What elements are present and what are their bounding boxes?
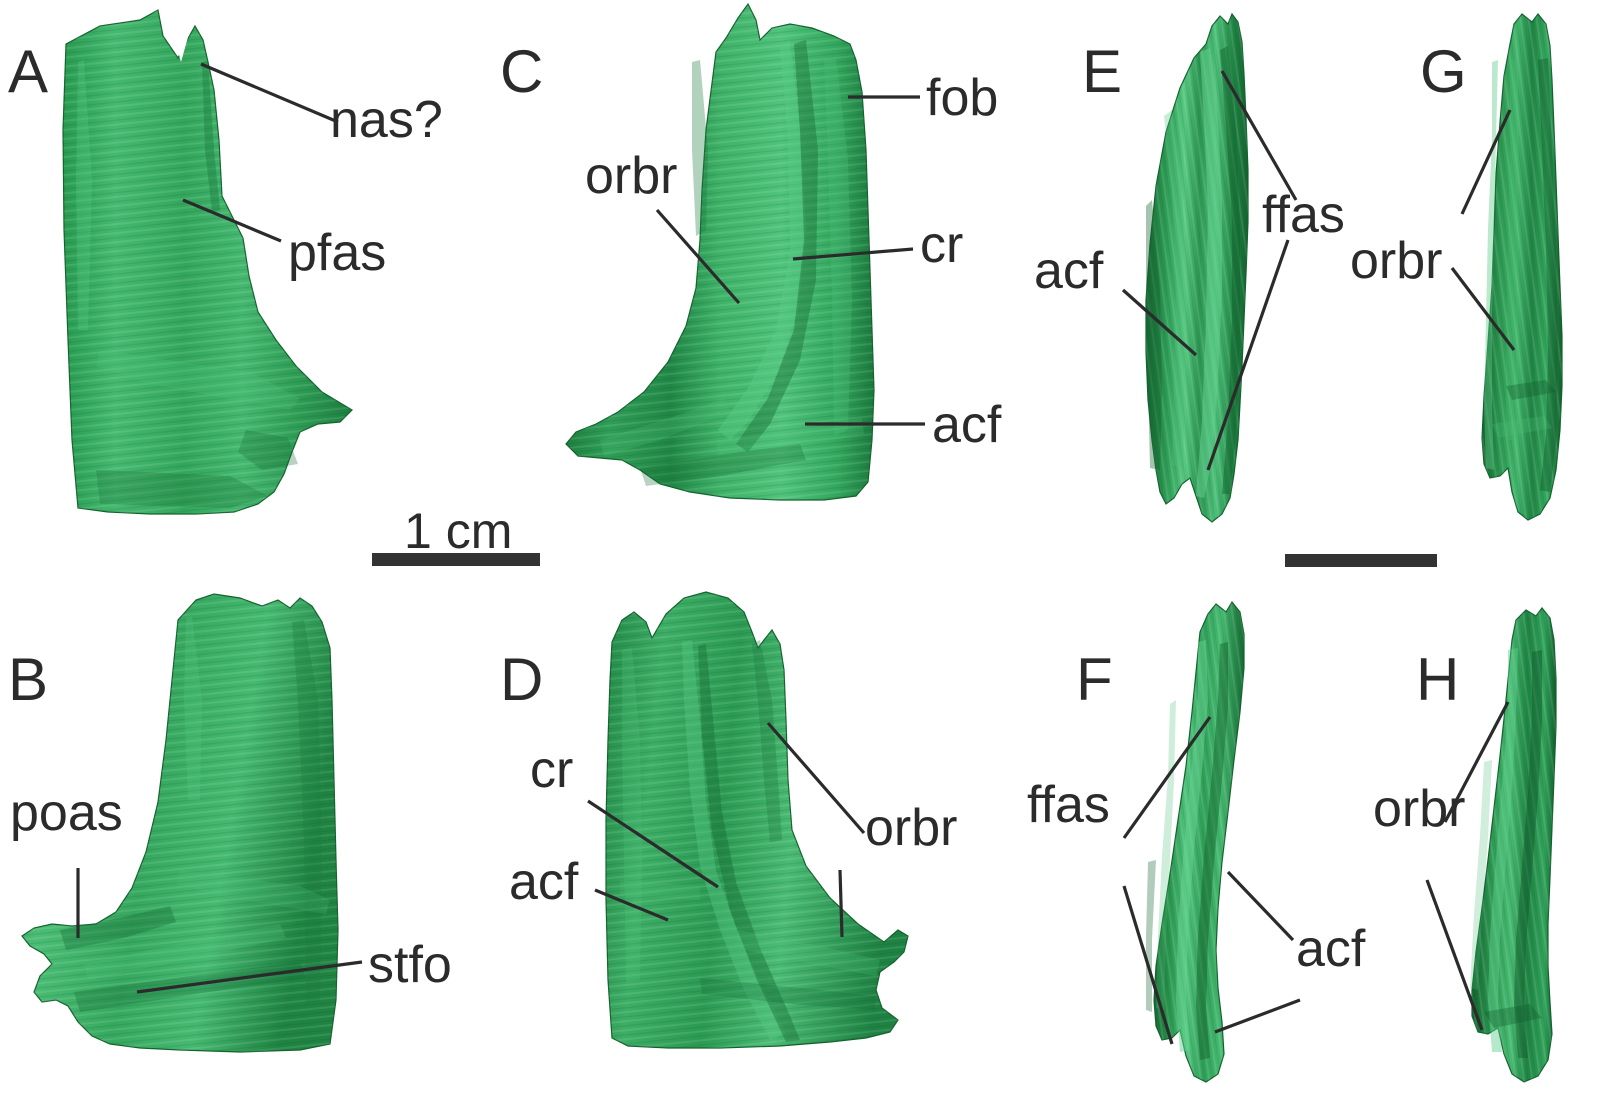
panel-letter-h: H xyxy=(1416,646,1459,713)
label-acf-c: acf xyxy=(932,396,1002,454)
label-group-fob: fob xyxy=(848,69,998,127)
label-cr-c: cr xyxy=(920,216,963,274)
leader-line-orbr-d-lower xyxy=(838,869,844,938)
panel-letter-c: C xyxy=(500,38,543,105)
label-fob: fob xyxy=(926,69,998,127)
label-group-orbr-g: orbr xyxy=(1350,109,1516,351)
label-acf-f: acf xyxy=(1296,920,1366,978)
label-group-nas: nas? xyxy=(200,62,443,149)
bone-model-g xyxy=(1481,13,1563,521)
label-orbr-h: orbr xyxy=(1373,780,1465,838)
leader-line-acf-f-upper xyxy=(1226,870,1295,942)
leader-line-stfo xyxy=(136,960,363,994)
label-nas: nas? xyxy=(330,91,443,149)
label-acf-d: acf xyxy=(509,853,579,911)
leader-line-pfas xyxy=(182,198,282,243)
leader-line-cr-c xyxy=(792,247,914,261)
bone-model-a xyxy=(62,9,353,515)
label-group-orbr-c: orbr xyxy=(585,147,741,305)
panel-c: C fob orbr cr acf xyxy=(500,2,1002,501)
label-cr-d: cr xyxy=(530,741,573,799)
panel-d: D cr acf orbr xyxy=(500,591,957,1049)
scale-bar-left: 1 cm xyxy=(372,503,540,566)
leader-line-orbr-d-upper xyxy=(766,721,866,835)
bone-model-c xyxy=(565,2,875,501)
label-group-orbr-d: orbr xyxy=(766,721,957,938)
panel-letter-f: F xyxy=(1076,646,1113,713)
label-group-pfas: pfas xyxy=(182,198,386,282)
scale-bar-right xyxy=(1285,554,1437,567)
panel-letter-g: G xyxy=(1420,38,1467,105)
panel-h: H orbr xyxy=(1373,607,1557,1083)
label-ffas-e: ffas xyxy=(1262,186,1345,244)
panel-letter-e: E xyxy=(1082,38,1122,105)
scale-bar-label: 1 cm xyxy=(404,503,512,559)
leader-line-orbr-g-lower xyxy=(1450,267,1516,351)
label-stfo: stfo xyxy=(368,936,452,994)
bone-model-h xyxy=(1470,607,1557,1083)
label-group-cr-d: cr xyxy=(530,741,719,889)
bone-model-d xyxy=(605,591,909,1049)
label-poas: poas xyxy=(10,784,123,842)
label-orbr-c: orbr xyxy=(585,147,677,205)
panel-letter-b: B xyxy=(8,646,48,713)
label-ffas-f: ffas xyxy=(1027,776,1110,834)
panel-letter-d: D xyxy=(500,646,543,713)
label-group-cr-c: cr xyxy=(792,216,963,274)
leader-line-orbr-c xyxy=(655,208,741,305)
label-acf-e: acf xyxy=(1034,242,1104,300)
leader-line-orbr-g-upper xyxy=(1460,109,1512,215)
panel-a: A nas? pfas xyxy=(8,9,443,515)
leader-line-nas xyxy=(200,62,339,124)
label-pfas: pfas xyxy=(288,224,386,282)
bone-model-e xyxy=(1145,12,1249,523)
leader-line-ffas-f-upper xyxy=(1122,716,1212,839)
label-group-ffas-e: ffas xyxy=(1206,70,1345,471)
label-group-stfo: stfo xyxy=(136,936,452,994)
panel-g: G orbr xyxy=(1350,13,1563,521)
label-orbr-g: orbr xyxy=(1350,232,1442,290)
label-group-acf-d: acf xyxy=(509,853,669,922)
scale-bar-left-rule xyxy=(372,553,540,566)
leader-line-orbr-h-upper xyxy=(1443,701,1510,823)
label-group-acf-e: acf xyxy=(1034,242,1198,357)
label-group-ffas-f: ffas xyxy=(1027,716,1212,1045)
label-group-poas: poas xyxy=(10,784,123,938)
leader-line-acf-e xyxy=(1121,288,1198,357)
leader-line-orbr-h-lower xyxy=(1425,879,1484,1031)
label-orbr-d: orbr xyxy=(865,799,957,857)
label-group-acf-c: acf xyxy=(805,396,1002,454)
leader-line-ffas-e-lower xyxy=(1206,239,1290,471)
bone-model-f xyxy=(1146,600,1245,1083)
label-group-orbr-h: orbr xyxy=(1373,701,1510,1031)
panel-b: B poas stfo xyxy=(8,593,452,1053)
bone-model-b xyxy=(21,593,339,1053)
panel-letter-a: A xyxy=(8,38,48,105)
leader-line-acf-f-lower xyxy=(1214,998,1301,1034)
scale-bar-right-rule xyxy=(1285,554,1437,567)
panel-f: F ffas acf xyxy=(1027,600,1366,1083)
leader-line-cr-d xyxy=(587,799,719,889)
leader-line-ffas-e-upper xyxy=(1220,70,1298,201)
leader-line-acf-d xyxy=(594,888,669,922)
label-group-acf-f: acf xyxy=(1214,870,1366,1034)
leader-line-ffas-f-lower xyxy=(1122,885,1174,1045)
panel-e: E acf ffas xyxy=(1034,12,1345,523)
